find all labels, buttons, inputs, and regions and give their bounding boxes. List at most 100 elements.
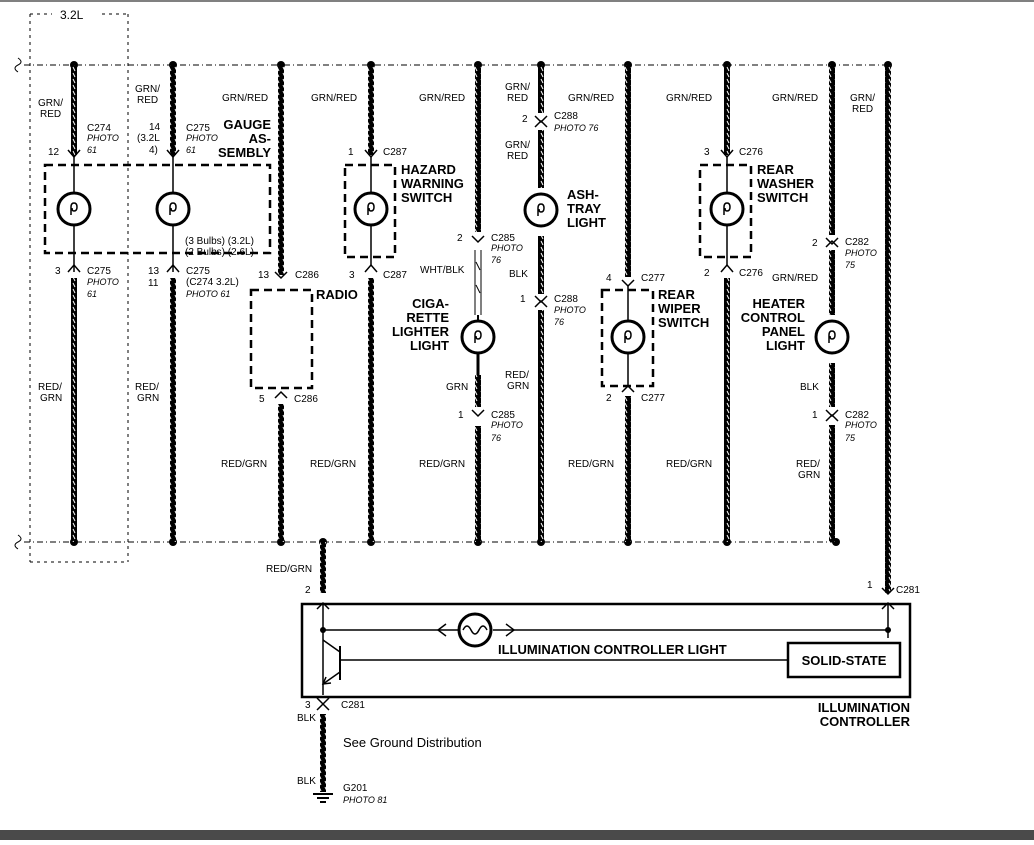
connector-label: C285	[491, 233, 515, 244]
component-label: CONTROLLER	[820, 714, 911, 729]
component-label: REAR	[658, 287, 695, 302]
photo-ref: 76	[491, 433, 501, 443]
photo-ref: PHOTO	[491, 243, 523, 253]
wire-color-label: GRN	[40, 393, 62, 404]
connector-label: C282	[845, 237, 869, 248]
component-label: RADIO	[316, 287, 358, 302]
component-label: HEATER	[753, 296, 806, 311]
pin-number: 14	[149, 122, 161, 133]
wires	[71, 65, 891, 792]
photo-ref: 61	[186, 145, 196, 155]
component-label: WIPER	[658, 301, 701, 316]
connector-label: C281	[896, 585, 920, 596]
connector-label: C282	[845, 410, 869, 421]
component-label: SWITCH	[401, 190, 452, 205]
wire-color-label: GRN/	[505, 82, 530, 93]
wire-color-label: BLK	[297, 776, 316, 787]
wire-color-label: BLK	[800, 382, 819, 393]
wire-color-label: GRN/RED	[772, 93, 818, 104]
hazard-switch	[343, 157, 397, 265]
connector-label: C277	[641, 273, 665, 284]
pin-number: 1	[458, 410, 464, 421]
pin-number: 3	[305, 700, 311, 711]
connector-label: C275	[186, 123, 210, 134]
bulb-count-note: (3 Bulbs) (3.2L)	[185, 236, 254, 247]
component-label: LIGHT	[766, 338, 805, 353]
pin-number: 3	[55, 266, 61, 277]
photo-ref: PHOTO	[87, 277, 119, 287]
connector-label: G201	[343, 783, 368, 794]
component-label: SWITCH	[757, 190, 808, 205]
component-label: LIGHT	[567, 215, 606, 230]
photo-ref: PHOTO	[554, 305, 586, 315]
pin-number: 4	[606, 273, 612, 284]
pin-number: 3	[704, 147, 710, 158]
connector-label: C277	[641, 393, 665, 404]
pin-number: 5	[259, 394, 265, 405]
wire-color-label: RED/GRN	[666, 459, 712, 470]
wire-color-label: RED/	[796, 459, 820, 470]
photo-ref: PHOTO	[845, 248, 877, 258]
wire-color-label: GRN/RED	[222, 93, 268, 104]
connector-label: C288	[554, 111, 578, 122]
engine-variant-outline: 3.2L	[29, 8, 129, 563]
wire-color-label: RED	[40, 109, 61, 120]
component-label: PANEL	[762, 324, 805, 339]
photo-ref: 75	[845, 433, 856, 443]
photo-ref: 76	[491, 255, 501, 265]
controller-bulb-icon	[457, 612, 493, 648]
wire-color-label: BLK	[297, 713, 316, 724]
component-label: CIGA-	[412, 296, 449, 311]
connector-label: C275	[186, 266, 210, 277]
gauge-bulb-icon	[155, 191, 191, 227]
connector-label: C281	[341, 700, 365, 711]
pin-number: 1	[812, 410, 818, 421]
wire-color-label: RED	[852, 104, 873, 115]
wire-color-label: GRN/RED	[311, 93, 357, 104]
connector-label: C286	[294, 394, 318, 405]
connector-label: C274	[87, 123, 111, 134]
connector-label: C285	[491, 410, 515, 421]
wire-color-label: GRN/	[135, 84, 160, 95]
photo-ref: PHOTO	[491, 420, 523, 430]
wiper-bulb-icon	[610, 319, 646, 355]
pin-number: 2	[457, 233, 463, 244]
wire-color-label: RED	[137, 95, 158, 106]
component-label: GAUGE	[223, 117, 271, 132]
component-label: REAR	[757, 162, 794, 177]
pin-number: 2	[522, 114, 528, 125]
wire-color-label: GRN/RED	[772, 273, 818, 284]
component-label: WARNING	[401, 176, 464, 191]
photo-ref: 61	[87, 289, 97, 299]
pin-number: 1	[520, 294, 526, 305]
photo-ref: PHOTO	[186, 133, 218, 143]
component-label: SEMBLY	[218, 145, 271, 160]
wire-color-label: RED/GRN	[419, 459, 465, 470]
wire-color-label: BLK	[509, 269, 528, 280]
component-label: RETTE	[406, 310, 449, 325]
wire-color-label: RED/	[135, 382, 159, 393]
photo-ref: PHOTO	[845, 420, 877, 430]
connector-label: C288	[554, 294, 578, 305]
component-label: LIGHTER	[392, 324, 450, 339]
bulb-count-note: (2 Bulbs) (2.6L)	[185, 247, 254, 258]
cigarette-bulb-icon	[460, 319, 496, 355]
wire-color-label: GRN/	[850, 93, 875, 104]
rear-washer-switch	[698, 157, 753, 265]
pin-number: 12	[48, 147, 60, 158]
wire-color-label: RED/GRN	[568, 459, 614, 470]
pin-number: 11	[148, 278, 159, 289]
ashtray-bulb-icon	[523, 192, 559, 228]
heater-bulb-icon	[814, 319, 850, 355]
wire-color-label: WHT/BLK	[420, 265, 465, 276]
component-label: LIGHT	[410, 338, 449, 353]
component-label: CONTROL	[741, 310, 805, 325]
bottom-bar	[0, 830, 1034, 840]
ground-note: See Ground Distribution	[343, 735, 482, 750]
connector-label: C286	[295, 270, 319, 281]
photo-ref: 76	[554, 317, 564, 327]
component-label: ILLUMINATION CONTROLLER LIGHT	[498, 642, 727, 657]
connector-label: C287	[383, 270, 407, 281]
